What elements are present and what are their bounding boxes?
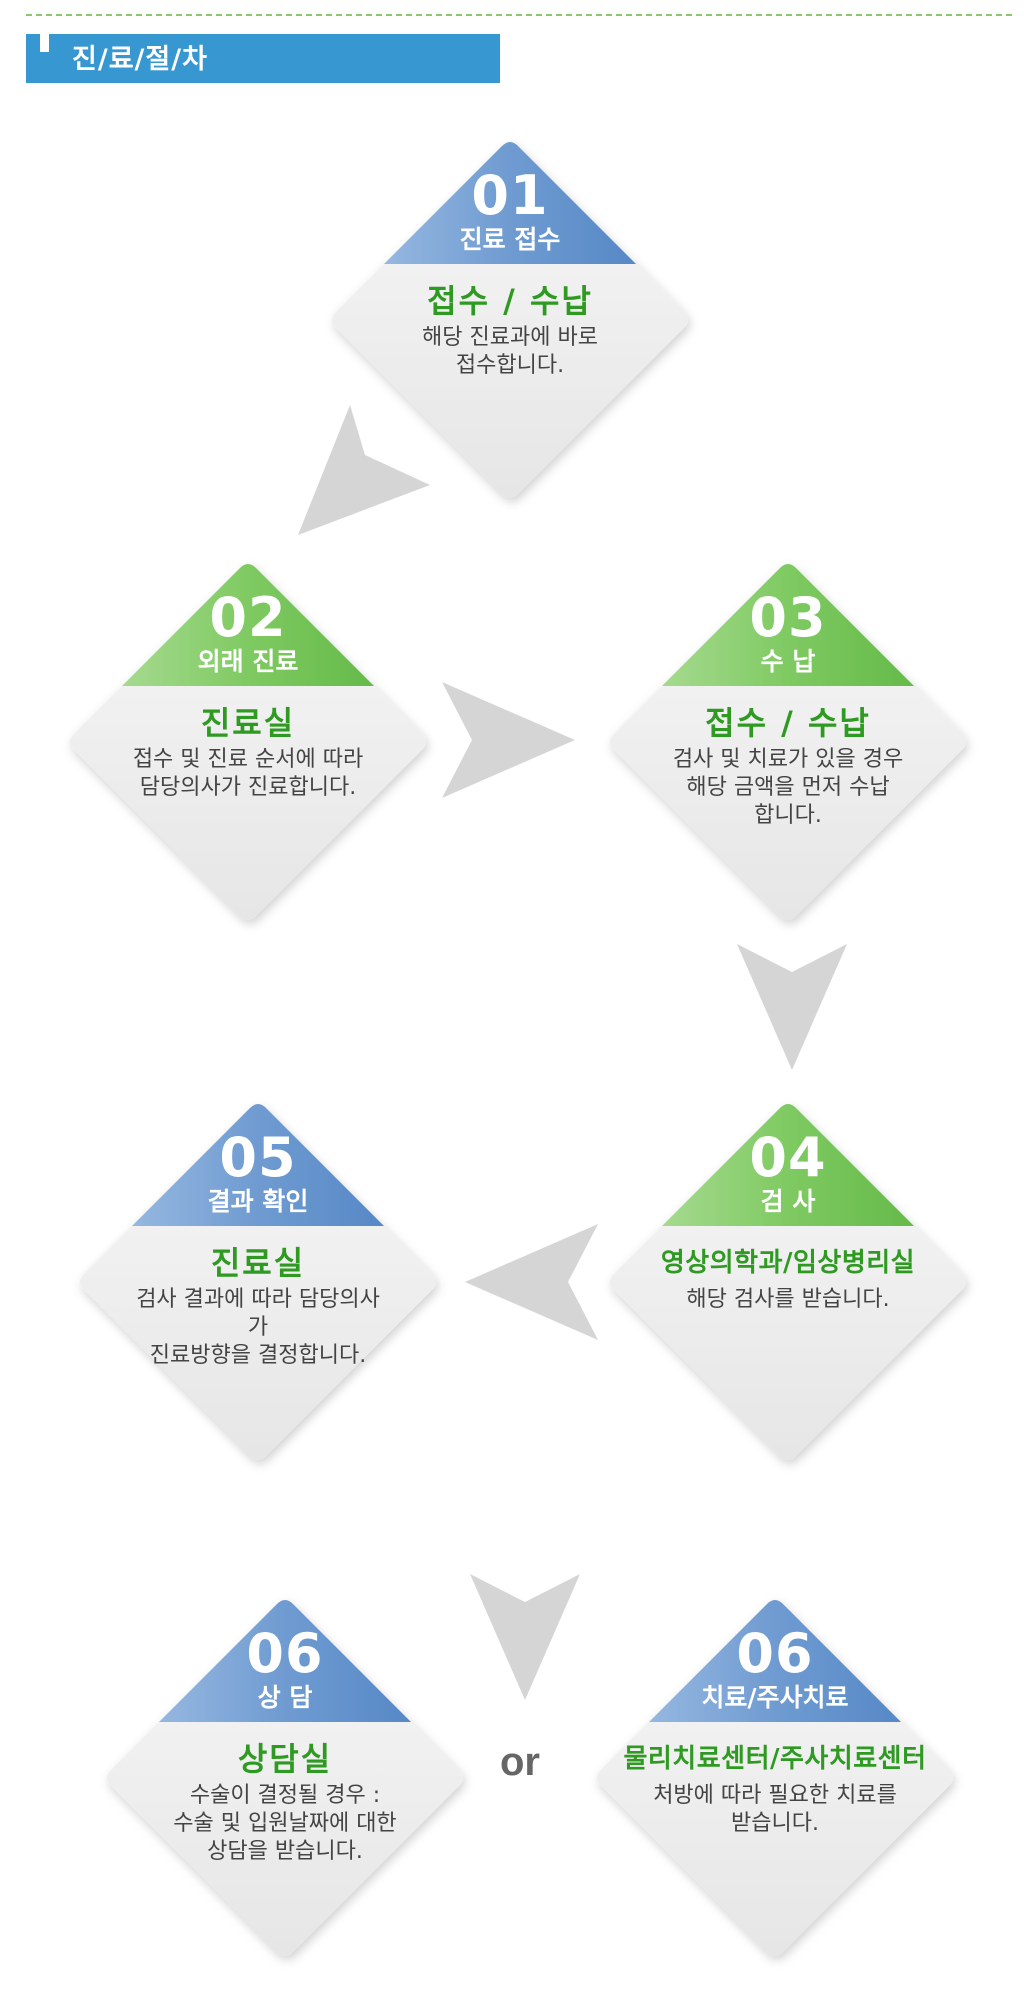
step-number: 02 [209, 586, 287, 649]
arrow-02-to-03 [442, 682, 575, 798]
or-label: or [500, 1740, 540, 1784]
step-place: 접수 / 수납 [427, 282, 593, 320]
step-05-diamond [80, 1100, 436, 1460]
step-description: 검사 및 치료가 있을 경우 해당 금액을 먼저 수납 합니다. [672, 747, 904, 828]
arrow-03-to-04 [737, 944, 847, 1070]
arrow-05-to-06 [470, 1574, 580, 1700]
step-number: 06 [736, 1622, 814, 1685]
step-description: 해당 검사를 받습니다. [686, 1287, 890, 1312]
step-06-treatment-diamond [597, 1596, 953, 1956]
step-number: 05 [219, 1126, 297, 1189]
step-heading: 외래 진료 [197, 647, 299, 676]
step-heading: 치료/주사치료 [701, 1683, 849, 1712]
step-06-consult: 06 상 담 상담실 수술이 결정될 경우 : 수술 및 입원날짜에 대한 상담… [95, 1588, 475, 1968]
step-place: 진료실 [210, 1244, 306, 1282]
step-05: 05 결과 확인 진료실 검사 결과에 따라 담당의사가 진료방향을 결정합니다… [68, 1092, 448, 1472]
step-04: 04 검 사 영상의학과/임상병리실 해당 검사를 받습니다. [598, 1092, 978, 1472]
step-heading: 상 담 [257, 1683, 313, 1712]
step-number: 03 [749, 586, 827, 649]
step-place: 상담실 [237, 1740, 333, 1778]
step-description: 검사 결과에 따라 담당의사가 진료방향을 결정합니다. [136, 1287, 380, 1368]
step-02: 02 외래 진료 진료실 접수 및 진료 순서에 따라 담당의사가 진료합니다. [58, 552, 438, 932]
step-number: 06 [246, 1622, 324, 1685]
step-heading: 검 사 [760, 1187, 816, 1216]
step-04-diamond [610, 1100, 966, 1460]
step-01: 01 진료 접수 접수 / 수납 해당 진료과에 바로 접수합니다. [320, 130, 700, 510]
step-place: 접수 / 수납 [705, 704, 871, 742]
step-06-treatment: 06 치료/주사치료 물리치료센터/주사치료센터 처방에 따라 필요한 치료를 … [585, 1588, 965, 1968]
step-number: 01 [471, 164, 549, 227]
step-place: 물리치료센터/주사치료센터 [623, 1744, 927, 1774]
step-heading: 결과 확인 [207, 1187, 309, 1216]
step-heading: 수 납 [760, 647, 816, 676]
step-description: 수술이 결정될 경우 : 수술 및 입원날짜에 대한 상담을 받습니다. [173, 1783, 397, 1864]
step-01-diamond [332, 138, 688, 498]
top-dashed-rule [26, 14, 1012, 16]
title-bar-notch [40, 34, 49, 52]
step-place: 진료실 [200, 704, 296, 742]
step-02-diamond [70, 560, 426, 920]
arrow-01-to-02 [298, 405, 430, 535]
page-title: 진/료/절/차 [72, 44, 208, 75]
step-place: 영상의학과/임상병리실 [660, 1248, 916, 1278]
step-description: 처방에 따라 필요한 치료를 받습니다. [653, 1783, 897, 1836]
step-heading: 진료 접수 [459, 225, 561, 254]
step-03: 03 수 납 접수 / 수납 검사 및 치료가 있을 경우 해당 금액을 먼저 … [598, 552, 978, 932]
step-description: 접수 및 진료 순서에 따라 담당의사가 진료합니다. [132, 747, 364, 800]
title-bar: 진/료/절/차 [26, 34, 500, 83]
step-06-consult-diamond [107, 1596, 463, 1956]
step-03-diamond [610, 560, 966, 920]
step-description: 해당 진료과에 바로 접수합니다. [422, 325, 598, 378]
step-number: 04 [749, 1126, 827, 1189]
arrow-04-to-05 [465, 1224, 598, 1340]
